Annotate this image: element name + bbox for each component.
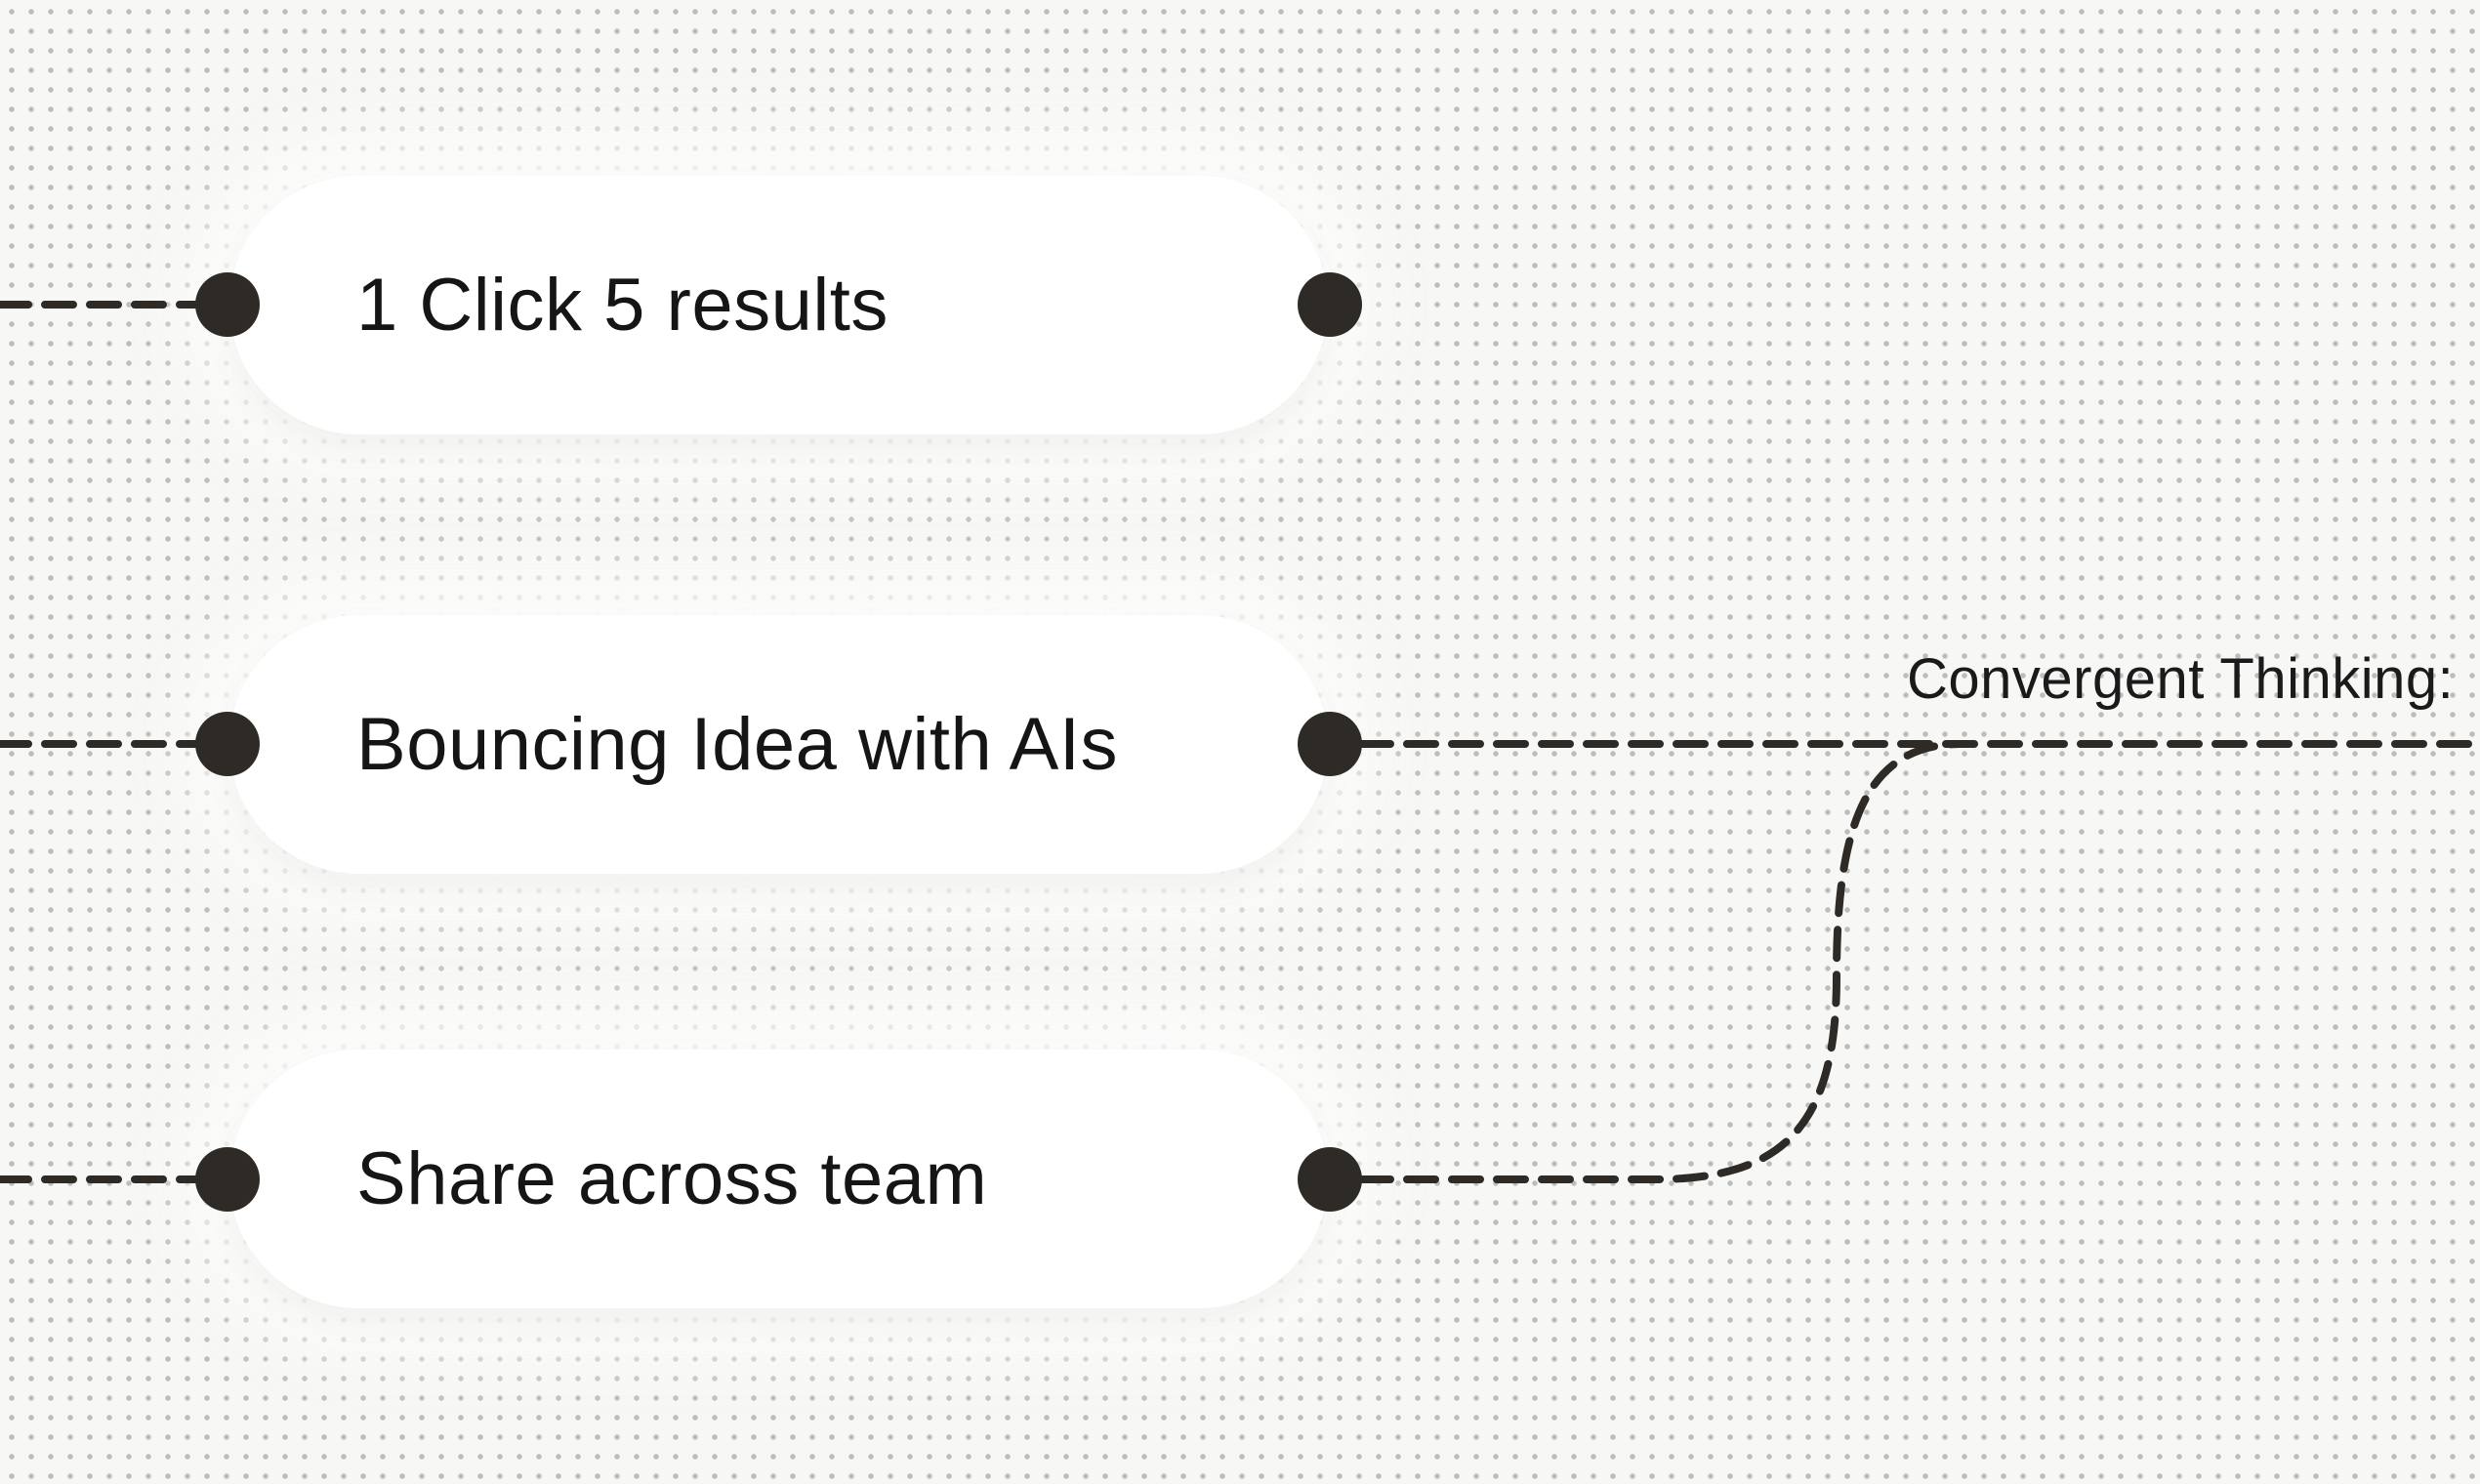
annotation-convergent-thinking[interactable]: Convergent Thinking: [1907, 647, 2455, 711]
port-left-node-1[interactable] [195, 272, 260, 337]
port-left-node-2[interactable] [195, 712, 260, 776]
port-right-node-3[interactable] [1298, 1147, 1362, 1212]
port-right-node-2[interactable] [1298, 712, 1362, 776]
port-left-node-3[interactable] [195, 1147, 260, 1212]
node-bouncing-idea-with-ais[interactable]: Bouncing Idea with AIs [229, 615, 1328, 874]
connector-bottom-merge-curve[interactable] [1358, 740, 1964, 1183]
node-1-click-5-results[interactable]: 1 Click 5 results [229, 176, 1328, 434]
node-label: Bouncing Idea with AIs [356, 703, 1118, 786]
node-share-across-team[interactable]: Share across team [229, 1050, 1328, 1308]
node-label: Share across team [356, 1137, 988, 1220]
node-label: 1 Click 5 results [356, 264, 889, 347]
port-right-node-1[interactable] [1298, 272, 1362, 337]
